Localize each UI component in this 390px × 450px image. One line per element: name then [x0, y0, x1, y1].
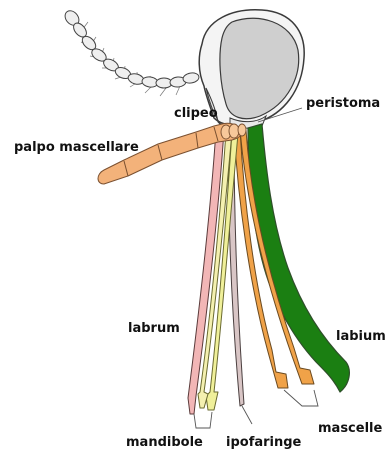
mandibole-leader — [194, 412, 212, 428]
label-labrum: labrum — [128, 321, 180, 336]
label-ipofaringe: ipofaringe — [226, 435, 302, 450]
label-clipeo: clipeo — [174, 106, 218, 121]
label-peristoma: peristoma — [306, 96, 380, 111]
label-palpo-mascellare: palpo mascellare — [14, 140, 139, 155]
mouthparts — [98, 123, 349, 414]
label-mandibole: mandibole — [126, 435, 203, 450]
ipofaringe-leader — [242, 406, 252, 424]
antenna — [62, 8, 220, 96]
label-mascelle: mascelle — [318, 421, 382, 436]
label-labium: labium — [336, 329, 386, 344]
mascelle-leader — [284, 390, 318, 406]
